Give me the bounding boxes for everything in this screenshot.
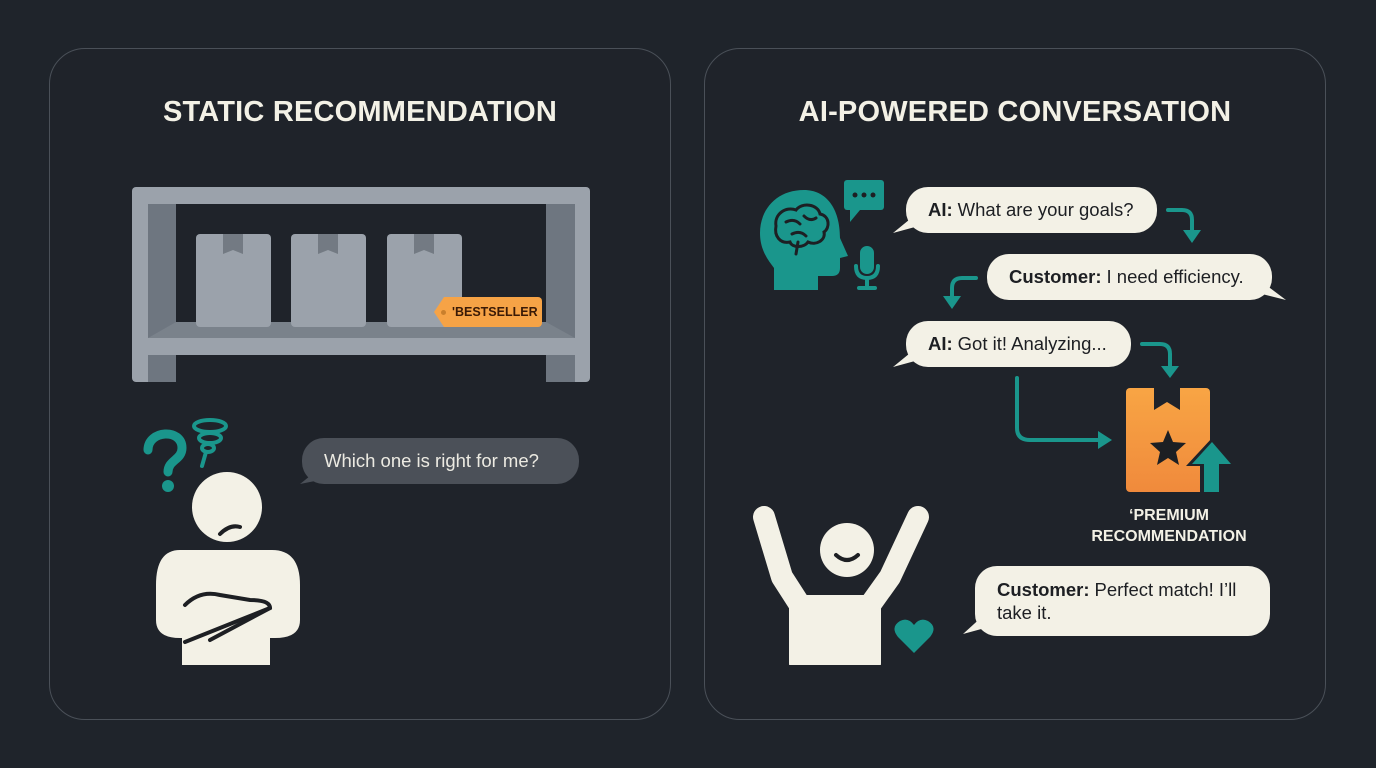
product-box	[196, 234, 271, 327]
message-text: Got it! Analyzing...	[957, 333, 1107, 354]
speaker-label: AI:	[928, 199, 953, 220]
customer-message-1: Customer:I need efficiency.	[987, 254, 1272, 300]
confused-person-icon	[143, 418, 300, 665]
customer-question-text: Which one is right for me?	[324, 450, 539, 471]
premium-recommendation-label: ‘PREMIUM RECOMMENDATION	[1066, 505, 1272, 547]
premium-box-star-icon	[1126, 388, 1236, 494]
question-mark-icon	[143, 429, 187, 492]
bubble-tail	[300, 468, 320, 484]
ai-message-1: AI:What are your goals?	[906, 187, 1157, 233]
static-panel-title: STATIC RECOMMENDATION	[162, 96, 558, 128]
ai-message-2: AI:Got it! Analyzing...	[906, 321, 1131, 367]
ai-brain-head-icon	[760, 180, 884, 290]
microphone-icon	[854, 246, 880, 290]
up-arrow-icon	[1186, 438, 1236, 494]
confusion-swirl-icon	[192, 418, 228, 468]
product-box	[291, 234, 366, 327]
bubble-tail	[893, 215, 915, 233]
premium-label-line1: ‘PREMIUM	[1129, 507, 1209, 524]
bestseller-tag-label: 'BESTSELLER	[452, 305, 538, 319]
bubble-tail	[1262, 282, 1286, 300]
static-recommendation-panel	[49, 48, 671, 720]
message-text: Perfect match! I’ll take it.	[997, 579, 1237, 623]
bestseller-tag: 'BESTSELLER	[434, 297, 542, 327]
heart-icon	[894, 619, 934, 653]
bubble-tail	[893, 349, 915, 367]
message-text: What are your goals?	[957, 199, 1134, 220]
bubble-tail	[963, 614, 985, 634]
speaker-label: Customer:	[997, 579, 1090, 600]
customer-message-2: Customer:Perfect match! I’ll take it.	[975, 566, 1270, 636]
chat-dots-icon	[844, 180, 884, 222]
speaker-label: Customer:	[1009, 266, 1102, 287]
product-shelf	[132, 187, 590, 382]
premium-label-line2: RECOMMENDATION	[1091, 528, 1247, 545]
ai-panel-title: AI-POWERED CONVERSATION	[798, 96, 1232, 128]
message-text: I need efficiency.	[1106, 266, 1244, 287]
happy-person-icon	[753, 506, 934, 665]
speaker-label: AI:	[928, 333, 953, 354]
customer-question-bubble: Which one is right for me?	[302, 438, 579, 484]
